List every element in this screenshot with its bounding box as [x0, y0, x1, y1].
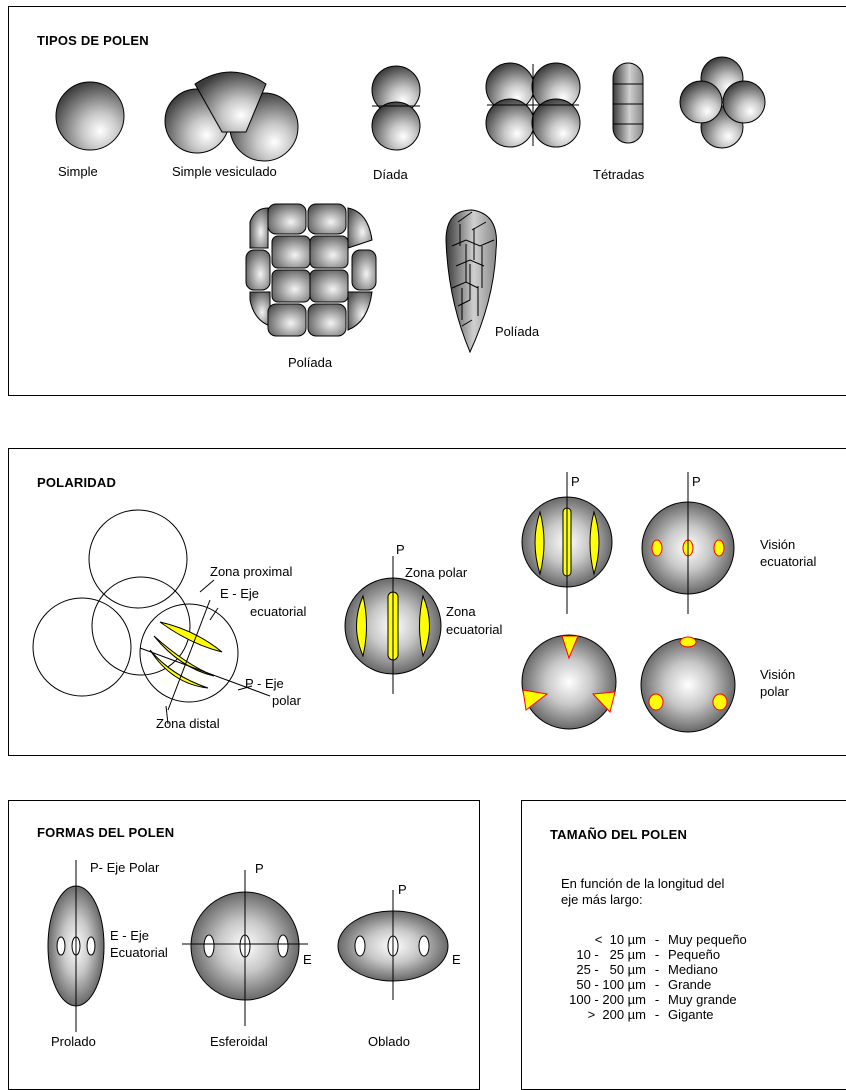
size-label: Gigante — [668, 1007, 714, 1022]
label-vision-ecuatorial-1: Visión — [760, 537, 795, 553]
size-range: 100 - 200 µm — [534, 992, 646, 1007]
label-simple-vesiculado: Simple vesiculado — [172, 164, 277, 180]
tamano-intro-1: En función de la longitud del — [561, 876, 724, 892]
label-forma-e-eje: E - Eje — [110, 928, 149, 944]
label-forma-e2: E — [452, 952, 461, 968]
size-label: Pequeño — [668, 947, 720, 962]
size-range: 50 - 100 µm — [534, 977, 646, 992]
size-row: 10 - 25 µm-Pequeño — [534, 947, 747, 962]
polaridad-equatorial-view-2 — [642, 472, 734, 614]
label-p-polar: polar — [272, 693, 301, 709]
label-p-right-1: P — [571, 474, 580, 490]
label-simple: Simple — [58, 164, 98, 180]
forma-prolado — [48, 860, 104, 1032]
grain-poliada-cone — [446, 210, 497, 352]
label-vision-polar-2: polar — [760, 684, 789, 700]
grain-vesiculado — [165, 72, 298, 161]
polaridad-polar-view-2 — [641, 637, 735, 732]
label-diada: Díada — [373, 167, 408, 183]
label-esferoidal: Esferoidal — [210, 1034, 268, 1050]
label-forma-p2: P — [398, 882, 407, 898]
polaridad-polar-view-1 — [522, 635, 616, 729]
size-label: Muy grande — [668, 992, 737, 1007]
label-prolado: Prolado — [51, 1034, 96, 1050]
label-p-eje-polar: P- Eje Polar — [90, 860, 159, 876]
forma-oblado — [338, 890, 448, 1000]
label-e-eje: E - Eje — [220, 586, 259, 602]
label-forma-p1: P — [255, 861, 264, 877]
grain-tetrada-linear — [613, 63, 643, 143]
label-tetradas: Tétradas — [593, 167, 644, 183]
grain-tetrada-tetrahedral — [680, 57, 765, 148]
label-p-eje: P - Eje — [245, 676, 284, 692]
tamano-intro-2: eje más largo: — [561, 892, 643, 908]
size-row: 50 - 100 µm-Grande — [534, 977, 747, 992]
size-row: 100 - 200 µm-Muy grande — [534, 992, 747, 1007]
grain-tetrada-square — [486, 63, 580, 147]
label-vision-ecuatorial-2: ecuatorial — [760, 554, 816, 570]
size-range: < 10 µm — [534, 932, 646, 947]
grain-diada — [372, 66, 420, 150]
label-zona-ecuatorial: ecuatorial — [446, 622, 502, 638]
forma-esferoidal — [182, 870, 308, 1026]
size-row: > 200 µm-Gigante — [534, 1007, 747, 1022]
size-range: 10 - 25 µm — [534, 947, 646, 962]
size-row: < 10 µm-Muy pequeño — [534, 932, 747, 947]
label-forma-ecuatorial: Ecuatorial — [110, 945, 168, 961]
label-zona-distal: Zona distal — [156, 716, 220, 732]
label-oblado: Oblado — [368, 1034, 410, 1050]
size-label: Mediano — [668, 962, 718, 977]
size-label: Muy pequeño — [668, 932, 747, 947]
polaridad-apertures-oblique — [150, 622, 222, 688]
label-zona-proximal: Zona proximal — [210, 564, 292, 580]
size-range: > 200 µm — [534, 1007, 646, 1022]
grain-simple — [56, 82, 124, 150]
label-e-ecuatorial: ecuatorial — [250, 604, 306, 620]
size-row: 25 - 50 µm-Mediano — [534, 962, 747, 977]
label-forma-e1: E — [303, 952, 312, 968]
label-zona: Zona — [446, 604, 476, 620]
grain-poliada-round — [246, 204, 376, 336]
label-p-center: P — [396, 542, 405, 558]
label-zona-polar: Zona polar — [405, 565, 467, 581]
polaridad-equatorial-view-1 — [522, 472, 612, 614]
label-vision-polar-1: Visión — [760, 667, 795, 683]
size-table: < 10 µm-Muy pequeño 10 - 25 µm-Pequeño 2… — [534, 932, 747, 1022]
label-poliada-round: Políada — [288, 355, 332, 371]
size-label: Grande — [668, 977, 711, 992]
size-range: 25 - 50 µm — [534, 962, 646, 977]
label-p-right-2: P — [692, 474, 701, 490]
label-poliada-cone: Políada — [495, 324, 539, 340]
